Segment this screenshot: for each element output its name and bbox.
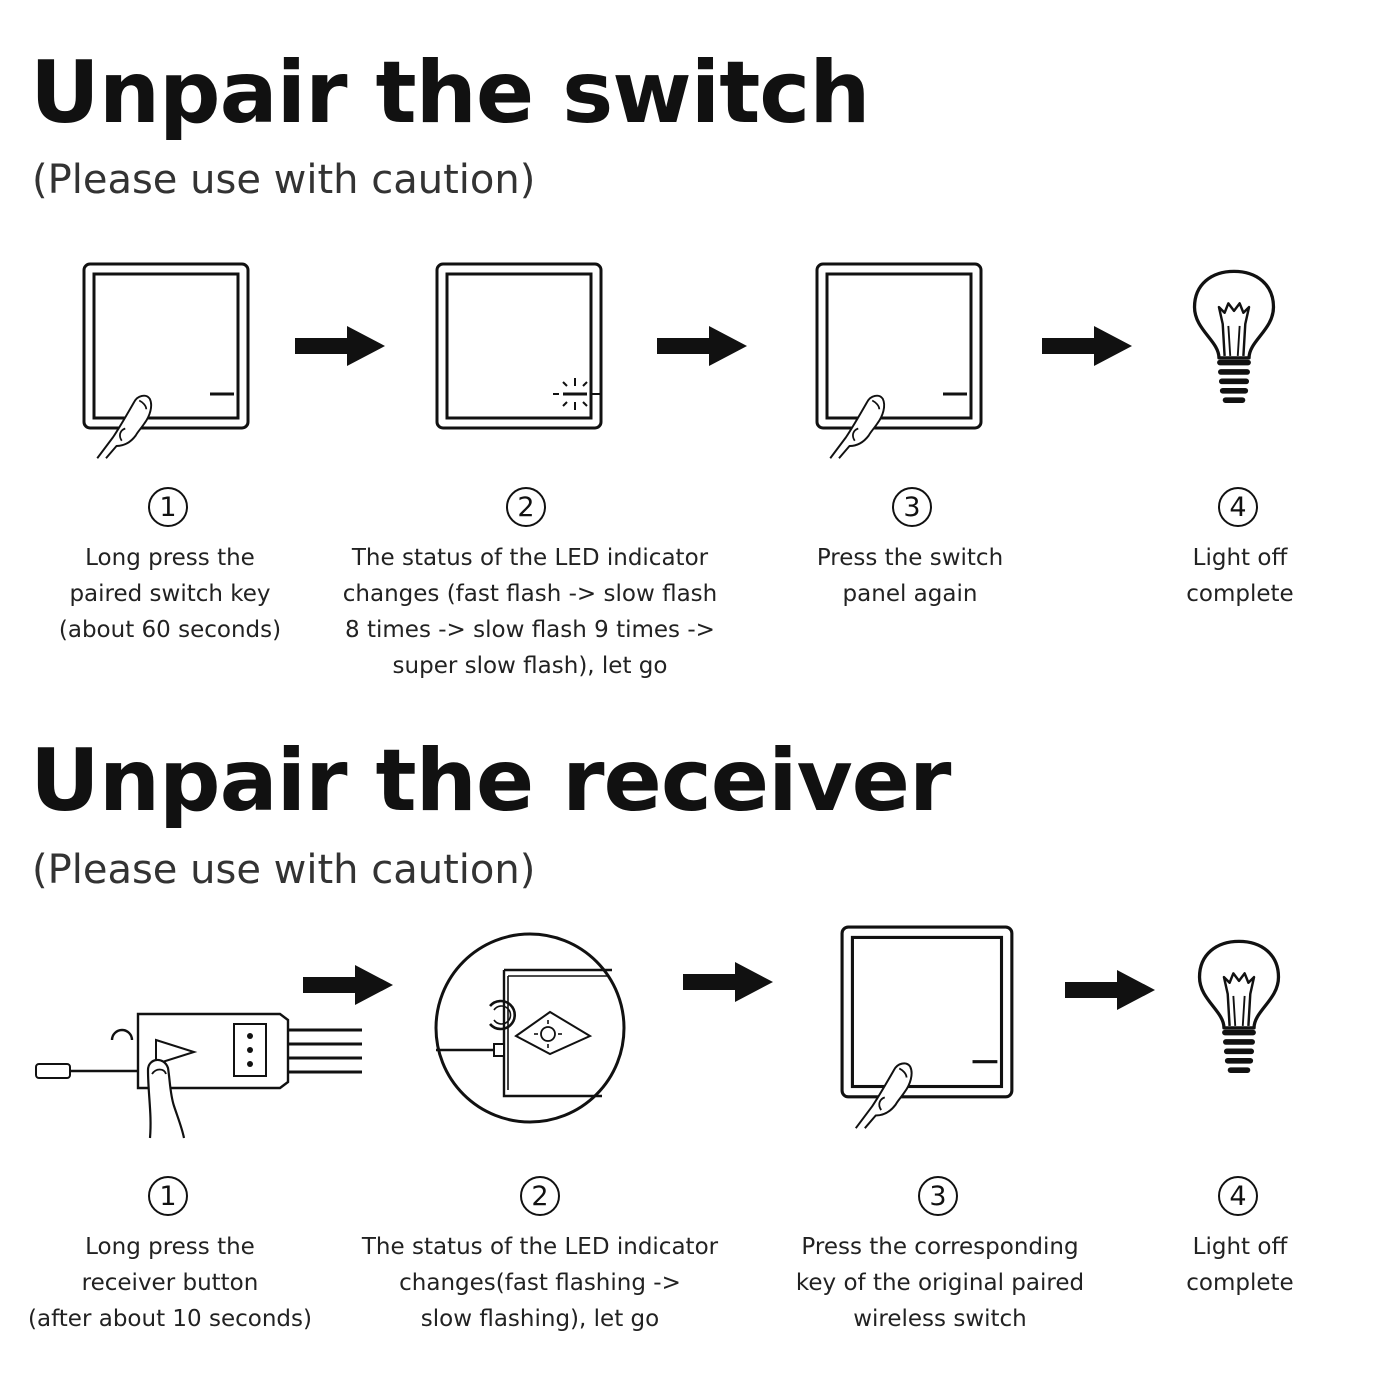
section1-subtitle: (Please use with caution) [32,157,536,203]
step-caption: The status of the LED indicator changes(… [361,1234,719,1332]
arrow-right-icon [1042,326,1132,366]
light-bulb-icon [1192,935,1286,1085]
step-number: 4 [1218,1176,1258,1216]
arrow-right-icon [683,962,773,1002]
step-number: 1 [148,487,188,527]
step-caption: Press the switch panel again [816,545,1004,607]
step-number: 3 [892,487,932,527]
step-number: 4 [1218,487,1258,527]
section2-title: Unpair the receiver [30,731,951,831]
step-caption: Long press the paired switch key (about … [58,545,282,643]
step-caption: Light off complete [1186,545,1294,607]
step-number: 3 [918,1176,958,1216]
step-caption: Press the corresponding key of the origi… [795,1234,1085,1332]
step-number: 2 [506,487,546,527]
step-caption: The status of the LED indicator changes … [342,545,718,679]
section1-title: Unpair the switch [30,43,871,143]
switch-led-flash-icon [435,262,605,432]
light-bulb-icon [1187,265,1281,415]
step-caption: Light off complete [1186,1234,1294,1296]
receiver-led-zoom-icon [432,930,628,1126]
section2-subtitle: (Please use with caution) [32,847,536,893]
step-number: 2 [520,1176,560,1216]
arrow-right-icon [295,326,385,366]
switch-press-icon [815,262,985,460]
arrow-right-icon [303,965,393,1005]
switch-press-icon [82,262,252,460]
receiver-press-icon [34,1010,364,1140]
switch-press-icon [840,925,1016,1130]
arrow-right-icon [657,326,747,366]
step-caption: Long press the receiver button (after ab… [28,1234,312,1332]
step-number: 1 [148,1176,188,1216]
arrow-right-icon [1065,970,1155,1010]
